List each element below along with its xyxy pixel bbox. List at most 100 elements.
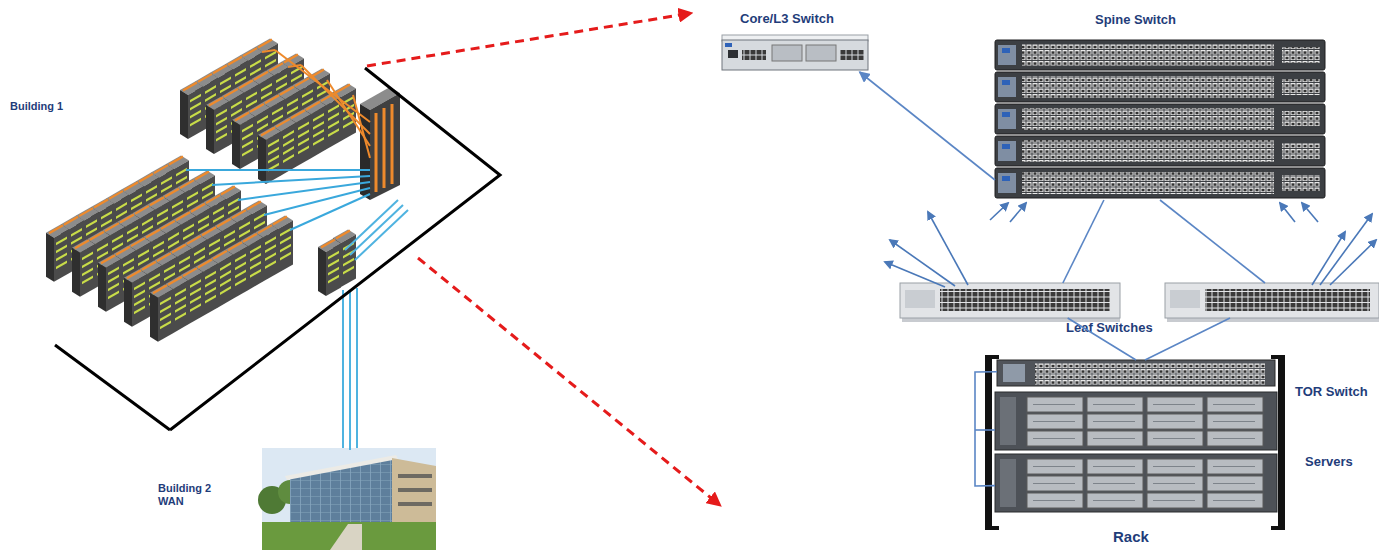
server-device (1025, 396, 1265, 447)
spine-switch-device (1002, 48, 1010, 53)
building-area: Building 1 (10, 30, 505, 430)
stray-arrow (885, 203, 1376, 287)
server-device (995, 454, 1277, 512)
blue-cable (212, 176, 370, 185)
core-switch-device (725, 43, 732, 47)
spine-switch-device (1002, 144, 1010, 149)
wan-cable (350, 205, 403, 255)
leaf-switch-device (1167, 318, 1379, 322)
stray-arrow (890, 240, 955, 286)
stray-arrow (1330, 240, 1376, 285)
node-label: Spine Switch (1095, 12, 1176, 28)
distribution-rack (375, 113, 378, 192)
node-label: Building 1 (10, 100, 63, 113)
node-label: Core/L3 Switch (740, 11, 834, 27)
rack-rows (150, 215, 293, 341)
spine-switch-device (995, 104, 1325, 134)
server-group: Servers (995, 392, 1277, 512)
stray-arrow (928, 212, 968, 285)
core-switch-device (772, 45, 802, 61)
core-switch: Core/L3 Switch (720, 38, 870, 72)
spine-switch-device (1022, 44, 1274, 66)
tor-switch-device (1003, 364, 1025, 382)
blue-cable (290, 194, 370, 230)
blue-cable (186, 170, 370, 230)
core-switch-device (840, 49, 864, 60)
remote-building: Building 2 WAN (155, 450, 437, 550)
server-device (995, 392, 1277, 450)
spine-switch-device (995, 40, 1325, 198)
zoom-arrow (367, 14, 686, 66)
uplink-line (1145, 318, 1230, 360)
wan-cable (349, 292, 351, 430)
spine-switch-device (1022, 172, 1274, 194)
tor-switch-device (997, 360, 1275, 386)
node-label: Servers (1305, 454, 1353, 470)
uplink-line (975, 429, 995, 431)
core-switch-device (806, 45, 836, 61)
leaf-switch-group: Leaf Switches (900, 283, 1379, 318)
uplink-line (1160, 200, 1265, 283)
wan-cable (345, 200, 398, 250)
leaf-switch-device (1170, 290, 1200, 308)
rack-bracket (985, 526, 999, 530)
building-photo (262, 522, 436, 550)
connector-line (1063, 200, 1104, 283)
core-switch-device (722, 40, 868, 70)
building-photo (285, 455, 398, 480)
connector-line (349, 430, 351, 450)
spine-switch-device (1022, 140, 1274, 162)
rack-rows (258, 83, 356, 184)
spine-switch-device (998, 173, 1016, 193)
standalone-rack (318, 229, 356, 296)
zoom-arrow (418, 258, 716, 502)
building-outline (55, 345, 170, 430)
spine-switch-device (995, 40, 1325, 70)
stray-arrow (1302, 203, 1318, 222)
spine-switch-device (995, 72, 1325, 102)
spine-switch-device (1022, 76, 1274, 98)
distribution-rack (391, 104, 394, 184)
distribution-rack (383, 108, 386, 188)
building-photo (330, 524, 362, 550)
rack-bracket (1271, 355, 1285, 359)
building-photo (258, 448, 436, 550)
server-device (1000, 459, 1016, 507)
wan-cable (342, 290, 344, 450)
orange-cable (262, 50, 275, 52)
spine-switch-device (995, 168, 1325, 198)
spine-switch-device (1282, 175, 1320, 191)
core-switch-device (728, 50, 738, 58)
spine-switch-device (1282, 111, 1320, 127)
spine-switch-device (1022, 108, 1274, 130)
node-label: Building 2 WAN (158, 482, 220, 508)
stray-arrow (990, 203, 1008, 220)
core-switch-device (742, 49, 766, 60)
orange-cable (353, 95, 370, 158)
uplink-line (975, 200, 1265, 430)
leaf-switch-device (1165, 283, 1379, 318)
orange-cable (288, 65, 301, 67)
server-device (1000, 397, 1016, 445)
standalone-rack (318, 238, 341, 296)
rack-bracket (985, 355, 992, 530)
building-photo (398, 502, 432, 506)
stray-arrow (1280, 203, 1295, 222)
zoom-arrow (367, 14, 716, 502)
leaf-switch-device (900, 283, 1379, 322)
rack-bracket (1271, 526, 1285, 530)
tor-switch-device (997, 360, 1275, 386)
building-photo (398, 474, 432, 478)
spine-switch-device (1002, 176, 1010, 181)
leaf-switch-device (1205, 289, 1370, 311)
spine-switch-device (998, 109, 1016, 129)
tor-switch-device (1035, 363, 1265, 385)
stray-arrow (885, 262, 945, 287)
building-photo (398, 488, 432, 492)
leaf-switch-device (900, 283, 1120, 318)
connector-line (860, 72, 996, 180)
connector-group (350, 72, 1136, 486)
core-switch-device (722, 35, 868, 70)
